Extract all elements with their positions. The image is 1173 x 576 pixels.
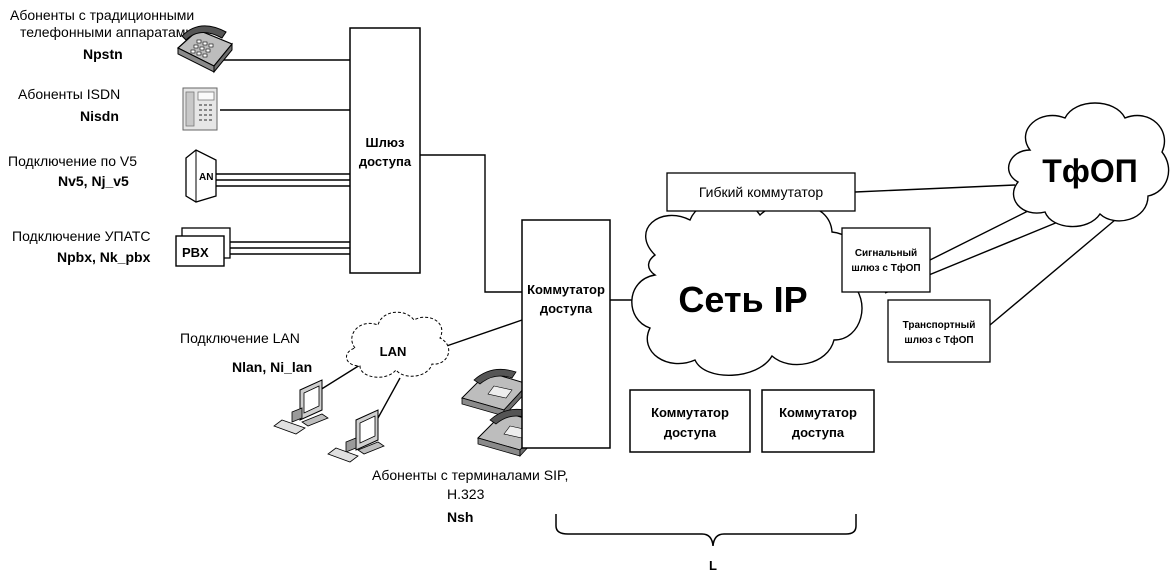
- v5-label: Подключение по V5: [8, 153, 137, 169]
- pstn-cloud-label: ТфОП: [1042, 153, 1137, 189]
- computer-icon: [273, 379, 329, 435]
- pstn-cloud: ТфОП: [1007, 102, 1170, 228]
- pstn-label-line2: телефонными аппаратами: [20, 24, 193, 40]
- sip-label-line1: Абоненты с терминалами SIP,: [372, 467, 568, 483]
- signal-gateway: Сигнальный шлюз с ТфОП: [841, 227, 931, 293]
- sip-count: Nsh: [447, 509, 473, 525]
- access-switch-1: Коммутатор доступа: [629, 389, 751, 453]
- ip-network-label: Сеть IP: [678, 279, 807, 320]
- lan-label: Подключение LAN: [180, 330, 300, 346]
- access-switch-main-line2: доступа: [540, 301, 593, 316]
- isdn-terminal-icon: [182, 87, 218, 131]
- transport-gateway-line1: Транспортный: [903, 320, 976, 331]
- telephone-icon: [176, 25, 233, 74]
- v5-count: Nv5, Nj_v5: [58, 173, 129, 189]
- pbx-label: PBX: [182, 245, 209, 260]
- softswitch-label: Гибкий коммутатор: [699, 184, 824, 200]
- computer-icon: [327, 409, 385, 463]
- pbx-device: PBX: [175, 227, 231, 267]
- pstn-label-line1: Абоненты с традиционными: [10, 7, 194, 23]
- isdn-count: Nisdn: [80, 108, 119, 124]
- lan-cloud: LAN: [346, 311, 450, 378]
- ip-network-cloud: Сеть IP: [631, 198, 863, 377]
- access-gateway-line2: доступа: [359, 154, 412, 169]
- ip-phone-icon: [461, 368, 529, 418]
- access-switch-2: Коммутатор доступа: [761, 389, 875, 453]
- transport-gateway: Транспортный шлюз с ТфОП: [887, 299, 991, 363]
- lan-cloud-label: LAN: [380, 344, 407, 359]
- isdn-label: Абоненты ISDN: [18, 86, 120, 102]
- sip-label-line2: H.323: [447, 486, 485, 502]
- access-switch-main-line1: Коммутатор: [527, 282, 605, 297]
- signal-gateway-line1: Сигнальный: [855, 248, 917, 259]
- access-gateway: Шлюз доступа: [349, 27, 421, 274]
- an-label: AN: [199, 172, 213, 183]
- lan-count: Nlan, Ni_lan: [232, 359, 312, 375]
- pstn-count: Npstn: [83, 46, 123, 62]
- pbx-label: Подключение УПАТС: [12, 228, 151, 244]
- access-switch-main: Коммутатор доступа: [521, 219, 611, 449]
- signal-gateway-line2: шлюз с ТфОП: [851, 262, 920, 274]
- brace-label: L: [709, 558, 717, 573]
- access-gateway-line1: Шлюз: [366, 135, 405, 150]
- access-switch-2-line1: Коммутатор: [779, 405, 857, 420]
- access-network-device: AN: [185, 149, 217, 203]
- access-switch-1-line1: Коммутатор: [651, 405, 729, 420]
- access-switch-1-line2: доступа: [664, 425, 717, 440]
- transport-gateway-line2: шлюз с ТфОП: [904, 334, 973, 346]
- bottom-brace: L: [555, 514, 857, 573]
- pbx-count: Npbx, Nk_pbx: [57, 249, 151, 265]
- softswitch: Гибкий коммутатор: [666, 172, 856, 212]
- access-switch-2-line2: доступа: [792, 425, 845, 440]
